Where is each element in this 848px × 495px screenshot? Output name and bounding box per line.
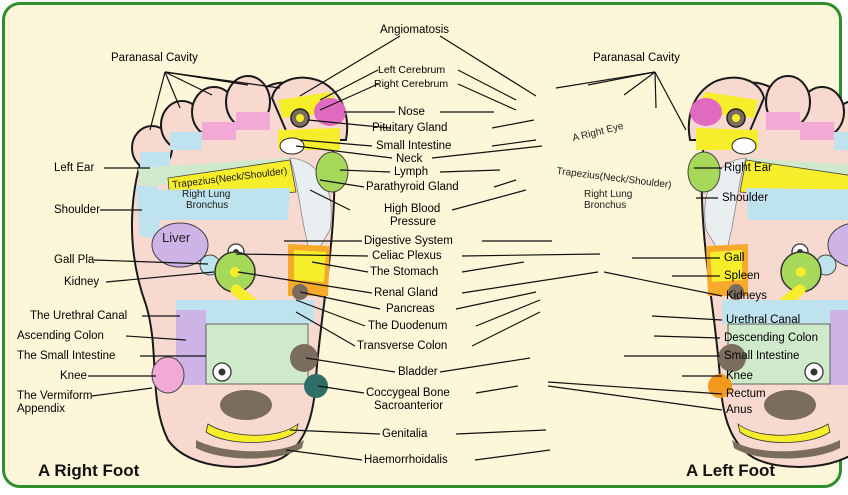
right-lung-left-label-1: Right Lung [584, 190, 632, 200]
bladder-label: Bladder [398, 366, 438, 379]
shoulder-right-foot-label: Shoulder [54, 204, 100, 217]
paranasal-cavity-right-foot-label: Paranasal Cavity [111, 52, 198, 65]
right-cerebrum-label: Right Cerebrum [374, 78, 448, 91]
neck-label: Neck [396, 153, 422, 166]
pressure-label: Pressure [390, 216, 436, 229]
ascending-colon-label: Ascending Colon [17, 330, 104, 343]
haemorrhoidalis-label: Haemorrhoidalis [364, 454, 448, 467]
anus-label: Anus [726, 404, 752, 417]
right-foot [132, 76, 348, 467]
the-vermiform-label: The Vermiform [17, 390, 92, 403]
angiomatosis-label: Angiomatosis [380, 24, 449, 37]
sacroanterior-label: Sacroanterior [374, 400, 443, 413]
appendix-label: Appendix [17, 403, 65, 416]
right-lung-left-label-2: Bronchus [584, 201, 626, 211]
the-urethral-canal-label: The Urethral Canal [30, 310, 127, 323]
coccygeal-bone-label: Coccygeal Bone [366, 387, 450, 400]
lymph-label: Lymph [394, 166, 428, 179]
pancreas-label: Pancreas [386, 303, 435, 316]
shoulder-left-foot-label: Shoulder [722, 192, 768, 205]
left-ear-label: Left Ear [54, 162, 94, 175]
knee-left-foot-label: Knee [726, 370, 753, 383]
right-lung-label-2: Bronchus [186, 201, 228, 211]
kidneys-label: Kidneys [726, 290, 767, 303]
kidney-label: Kidney [64, 276, 99, 289]
the-stomach-label: The Stomach [370, 266, 438, 279]
small-intestine-top-label: Small Intestine [376, 140, 451, 153]
gall-pla-label: Gall Pla [54, 254, 94, 267]
high-blood-label: High Blood [384, 203, 440, 216]
right-ear-label: Right Ear [724, 162, 772, 175]
knee-right-foot-label: Knee [60, 370, 87, 383]
digestive-system-label: Digestive System [364, 235, 453, 248]
rectum-label: Rectum [726, 388, 766, 401]
left-cerebrum-label: Left Cerebrum [378, 64, 445, 77]
descending-colon-label: Descending Colon [724, 332, 818, 345]
urethral-canal-label: Urethral Canal [726, 314, 800, 327]
the-small-intestine-label: The Small Intestine [17, 350, 115, 363]
the-duodenum-label: The Duodenum [368, 320, 447, 333]
gall-label: Gall [724, 252, 744, 265]
right-foot-title: A Right Foot [38, 461, 139, 481]
right-lung-label-1: Right Lung [182, 190, 230, 200]
transverse-colon-label: Transverse Colon [357, 340, 447, 353]
paranasal-cavity-left-foot-label: Paranasal Cavity [593, 52, 680, 65]
spleen-label: Spleen [724, 270, 760, 283]
parathyroid-gland-label: Parathyroid Gland [366, 181, 459, 194]
pituitary-gland-label: Pituitary Gland [372, 122, 447, 135]
left-foot-title: A Left Foot [686, 461, 775, 481]
liver-label: Liver [162, 230, 190, 245]
nose-label: Nose [398, 106, 425, 119]
renal-gland-label: Renal Gland [374, 287, 438, 300]
small-intestine-label: Small Intestine [724, 350, 799, 363]
celiac-plexus-label: Celiac Plexus [372, 250, 442, 263]
genitalia-label: Genitalia [382, 428, 427, 441]
